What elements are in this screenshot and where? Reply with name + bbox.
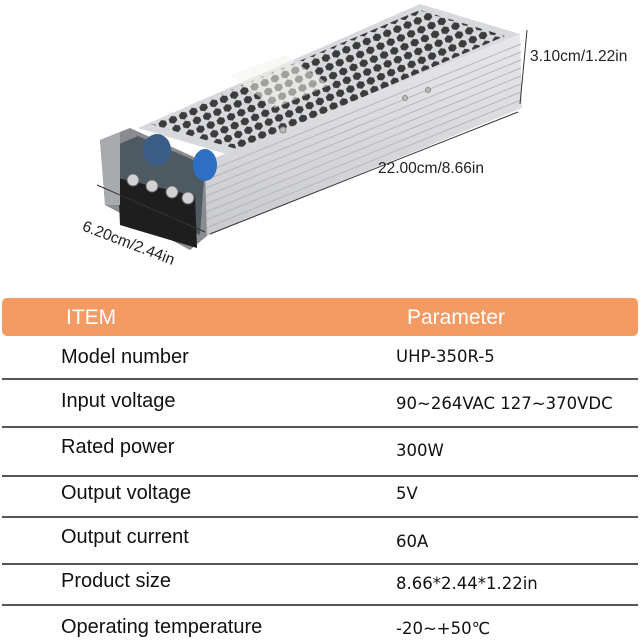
row-value: 5V — [396, 484, 418, 503]
power-supply-illustration — [96, 4, 528, 250]
row-label: Model number — [61, 346, 189, 368]
height-dimension-label: 3.10cm/1.22in — [530, 48, 628, 65]
row-label: Operating temperature — [61, 616, 263, 638]
row-value: UHP-350R-5 — [396, 347, 495, 366]
row-value: 90~264VAC 127~370VDC — [396, 394, 613, 413]
row-divider — [2, 516, 638, 518]
spec-table-header: ITEM Parameter — [2, 298, 638, 336]
parameter-column-header: Parameter — [407, 306, 506, 329]
row-divider — [2, 475, 638, 477]
length-dimension-label: 22.00cm/8.66in — [378, 160, 484, 177]
spec-table: ITEM Parameter Model number UHP-350R-5 I… — [0, 298, 640, 638]
row-divider — [2, 604, 638, 606]
row-label: Product size — [61, 570, 172, 592]
row-divider — [2, 378, 638, 380]
row-value: 300W — [396, 441, 444, 460]
item-column-header: ITEM — [66, 306, 117, 329]
row-value: 8.66*2.44*1.22in — [396, 574, 538, 593]
row-divider — [2, 426, 638, 428]
row-divider — [2, 563, 638, 565]
row-label: Input voltage — [61, 390, 176, 412]
row-value: 60A — [396, 532, 429, 551]
row-label: Output current — [61, 526, 189, 548]
row-label: Output voltage — [61, 482, 192, 504]
row-label: Rated power — [61, 436, 175, 458]
product-photo: 3.10cm/1.22in 22.00cm/8.66in 6.20cm/2.44… — [0, 0, 640, 285]
row-value: -20~+50℃ — [396, 619, 491, 638]
